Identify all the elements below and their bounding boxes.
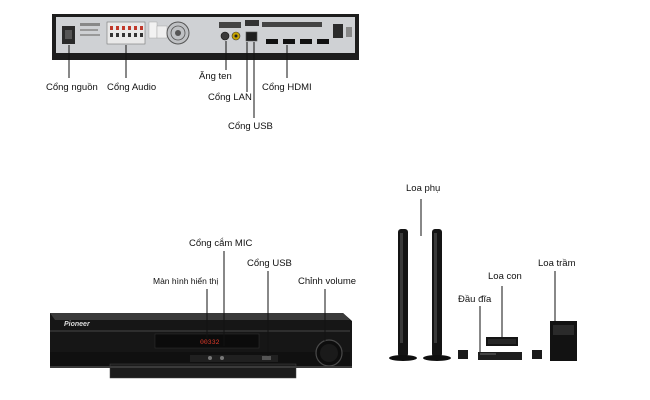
satellite-speaker-right bbox=[423, 229, 451, 361]
label-subwoofer: Loa trầm bbox=[538, 258, 576, 269]
label-center-speaker: Loa con bbox=[488, 271, 522, 282]
label-display: Màn hình hiển thị bbox=[153, 276, 219, 286]
label-mic-port: Cổng cắm MIC bbox=[189, 238, 253, 249]
label-hdmi-port: Cổng HDMI bbox=[262, 82, 312, 93]
label-disc-player: Đầu đĩa bbox=[458, 294, 492, 305]
label-antenna: Ăng ten bbox=[199, 71, 232, 82]
label-power-port: Cổng nguồn bbox=[46, 82, 98, 93]
front-usb-port bbox=[262, 356, 271, 360]
label-lan-port: Cổng LAN bbox=[208, 92, 252, 103]
speakers-icon bbox=[389, 229, 577, 361]
label-rear-usb-port: Cổng USB bbox=[228, 121, 273, 132]
disc-player bbox=[478, 352, 522, 360]
speaker-leader-lines bbox=[420, 199, 556, 352]
small-speaker-right bbox=[532, 350, 542, 359]
display-readout: 00332 bbox=[200, 339, 220, 346]
label-audio-port: Cổng Audio bbox=[107, 82, 157, 93]
label-volume: Chỉnh volume bbox=[298, 276, 357, 287]
satellite-speaker-left bbox=[389, 229, 417, 361]
antenna-jack bbox=[220, 31, 230, 41]
rear-panel-icon bbox=[52, 14, 359, 60]
lan-port bbox=[245, 31, 258, 42]
front-leader-lines bbox=[206, 251, 326, 356]
small-speaker-left bbox=[458, 350, 468, 359]
front-unit-icon bbox=[50, 313, 352, 379]
label-front-usb-port: Cổng USB bbox=[247, 258, 292, 269]
hdmi-port bbox=[266, 39, 278, 44]
label-satellite-speakers: Loa phụ bbox=[406, 183, 441, 194]
rear-leader-lines bbox=[68, 41, 288, 118]
brand-logo: Pioneer bbox=[64, 321, 91, 328]
